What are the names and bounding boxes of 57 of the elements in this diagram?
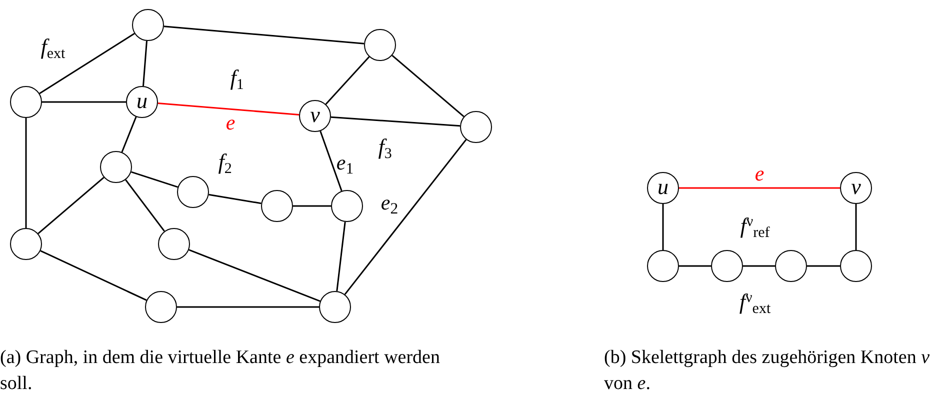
- graph-edge: [855, 204, 857, 250]
- graph-vertex: u: [647, 172, 679, 204]
- edge-label: e$_{2}$: [380, 192, 398, 214]
- graph-edge: [42, 101, 126, 103]
- graph-edge: [807, 265, 840, 267]
- graph-edge: [25, 118, 27, 228]
- graph-edge: [177, 306, 319, 308]
- graph-vertex: [158, 228, 190, 260]
- graph-edge: [325, 56, 370, 105]
- face-label: f$_{2}$: [218, 151, 232, 173]
- graph-vertex: [647, 250, 679, 282]
- graph-edge: [125, 179, 165, 232]
- graph-edge: [188, 249, 320, 302]
- graph-edge: [743, 265, 775, 267]
- edge-label: e$_{1}$: [336, 152, 354, 174]
- graph-edge: [39, 32, 135, 94]
- graph-vertex: [840, 250, 872, 282]
- graph-edge: [344, 139, 467, 295]
- graph-edge: [392, 54, 464, 118]
- graph-vertex: [364, 29, 396, 61]
- graph-edge: [121, 116, 137, 152]
- face-label: f$_{3}$: [378, 136, 392, 158]
- graph-vertex: [331, 190, 363, 222]
- graph-vertex: [100, 151, 132, 183]
- graph-edge: [164, 26, 364, 44]
- figure-caption: (b) Skelettgraph des zugehörigen Knoten ν von e.: [604, 346, 931, 396]
- graph-vertex: [177, 176, 209, 208]
- graph-edge: [130, 171, 178, 188]
- graph-vertex: [132, 9, 164, 41]
- graph-vertex: [10, 228, 42, 260]
- graph-edge: [679, 265, 711, 267]
- edge-label: e: [754, 164, 764, 184]
- graph-edge: [38, 176, 104, 234]
- graph-edge: [662, 204, 664, 250]
- graph-edge: [679, 187, 840, 189]
- face-label: f$_{1}$: [230, 67, 244, 89]
- graph-edge: [40, 250, 147, 301]
- graph-vertex: [261, 190, 293, 222]
- graph-vertex: v: [299, 100, 331, 132]
- graph-vertex: u: [126, 86, 158, 118]
- graph-vertex: [711, 250, 743, 282]
- graph-vertex: [10, 86, 42, 118]
- graph-vertex: [775, 250, 807, 282]
- figure-caption: (a) Graph, in dem die virtuelle Kante e expandiert werden soll.: [0, 346, 441, 396]
- graph-edge: [320, 130, 342, 192]
- graph-vertex: [319, 291, 351, 323]
- graph-vertex: [460, 111, 492, 143]
- edge-label: e: [226, 112, 236, 134]
- graph-edge: [293, 205, 331, 207]
- graph-edge: [336, 222, 346, 292]
- face-label: f$_{ext}$: [40, 36, 66, 58]
- graph-vertex: v: [840, 172, 872, 204]
- graph-edge: [330, 116, 460, 127]
- graph-vertex: [145, 291, 177, 323]
- graph-edge: [158, 102, 300, 116]
- graph-edge: [142, 40, 148, 86]
- graph-edge: [208, 194, 262, 204]
